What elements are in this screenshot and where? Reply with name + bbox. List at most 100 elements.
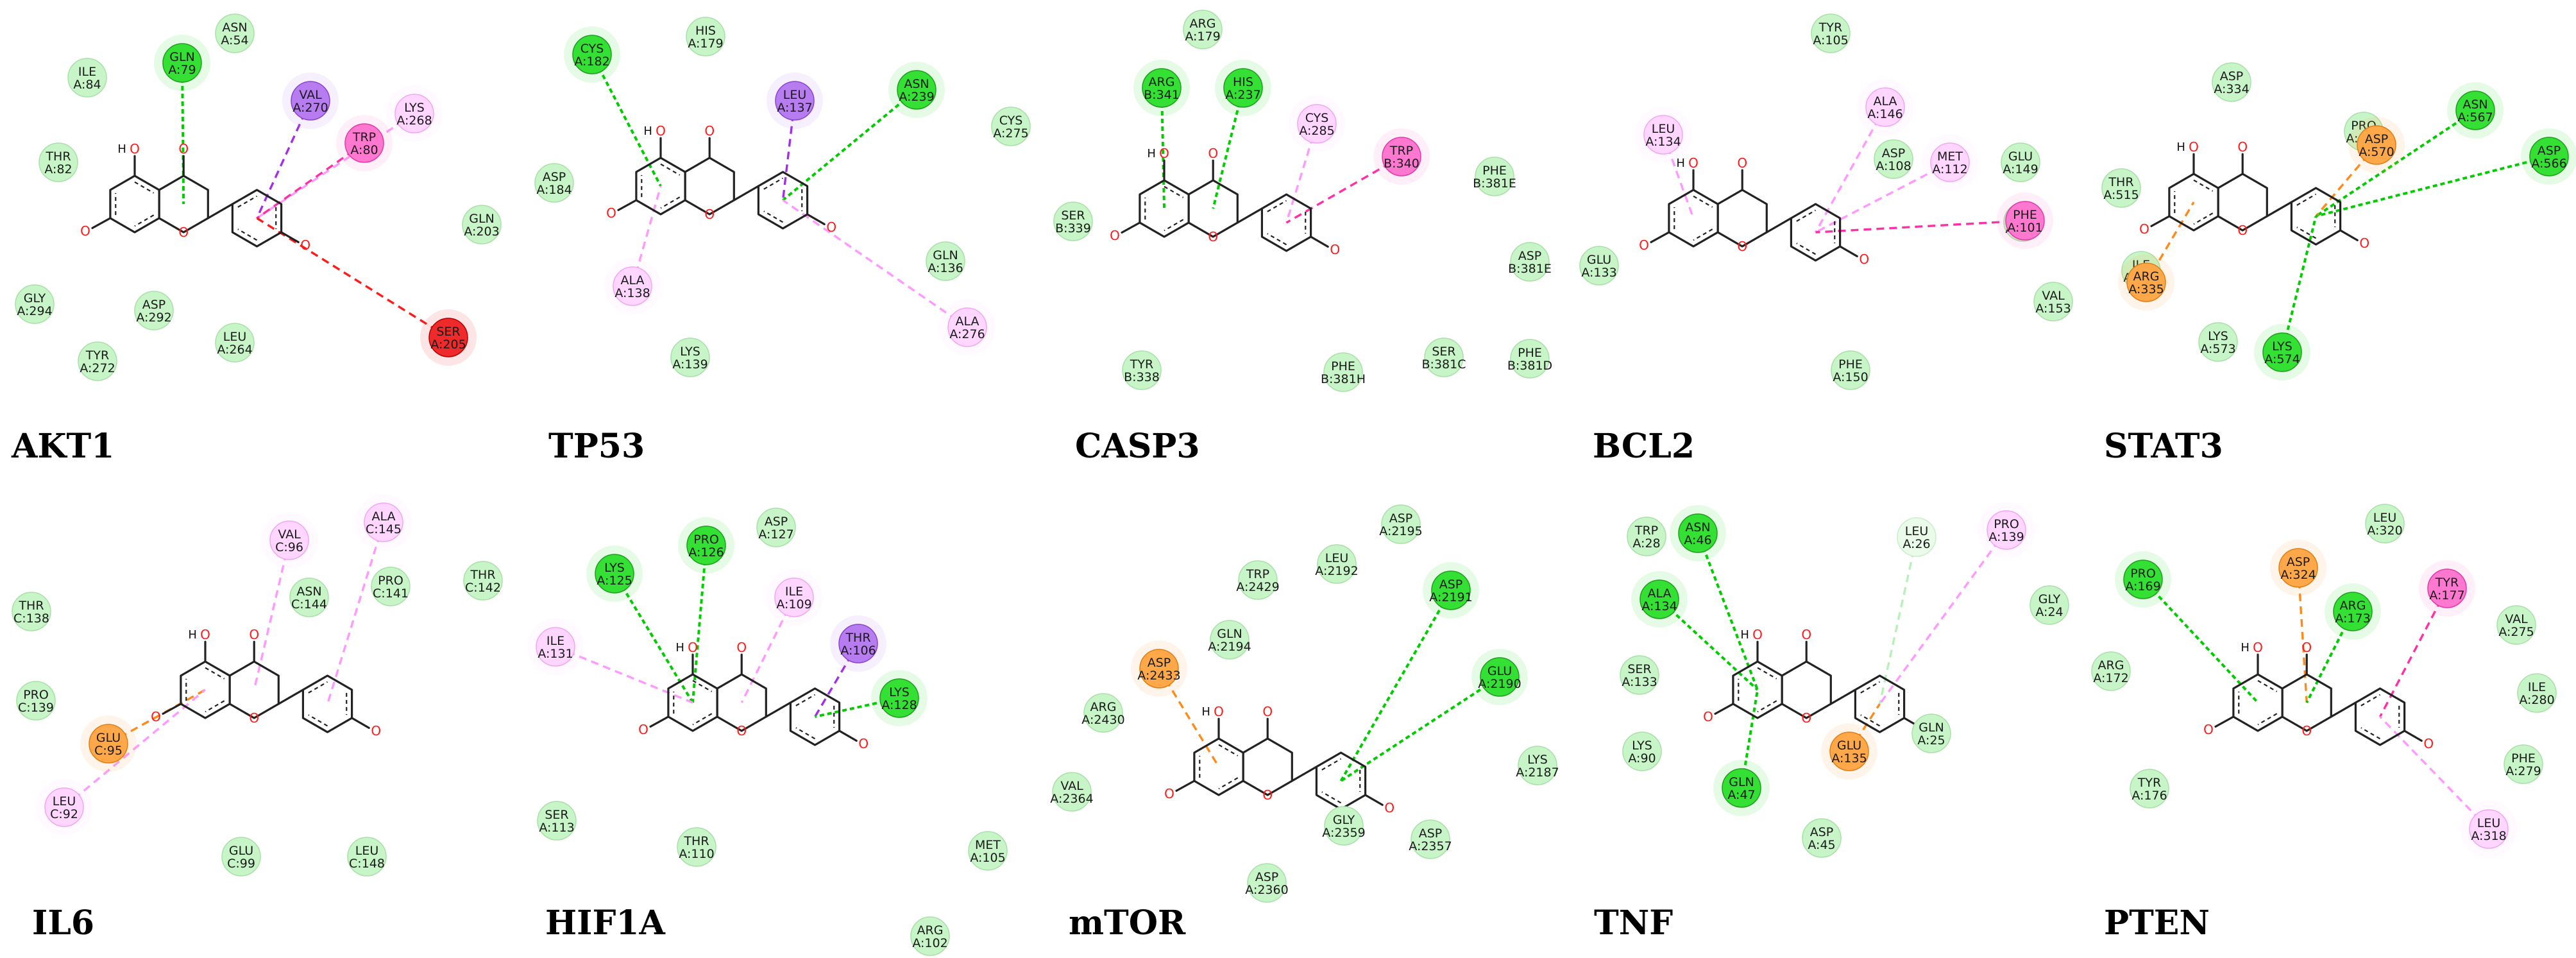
residue-name: LEU	[53, 794, 76, 808]
residue-name: LYS	[1632, 739, 1652, 753]
residue-name: ASP	[2287, 555, 2310, 569]
residue-disc	[371, 567, 411, 606]
interaction-pi-pi	[256, 142, 365, 219]
residue-number: A:125	[597, 574, 632, 588]
residue-number: A:239	[899, 90, 934, 104]
residue-name: THR	[18, 599, 44, 613]
residue-number: A:28	[1632, 536, 1660, 551]
residue-number: A:573	[2200, 342, 2235, 356]
ring-c	[716, 673, 767, 732]
aromatic-bond	[763, 210, 784, 223]
residue-number: C:95	[94, 744, 123, 758]
residue-disc	[2212, 62, 2251, 102]
residue-number: A:318	[2471, 829, 2506, 843]
oxygen-atom: O	[1208, 146, 1218, 161]
residue-number: B:338	[1124, 370, 1160, 384]
bond	[1714, 703, 1734, 715]
residue-disc	[677, 827, 716, 867]
residue-number: A:172	[2093, 671, 2128, 685]
oxygen-atom: O	[1159, 146, 1169, 161]
residue-disc	[879, 678, 919, 718]
panel-title: STAT3	[2104, 427, 2223, 466]
bond	[649, 715, 670, 728]
hydrogen-atom: H	[1740, 628, 1749, 642]
residue-name: GLN	[1217, 627, 1242, 641]
residue-name: ALA	[371, 509, 395, 524]
residue-name: LEU	[1325, 551, 1349, 565]
residue-number: A:270	[292, 101, 328, 115]
oxygen-atom: O	[1801, 627, 1811, 642]
oxygen-atom: O	[178, 225, 189, 240]
residue-name: ARG	[2340, 599, 2366, 613]
residue-number: B:341	[1144, 88, 1180, 102]
residue-number: A:285	[1299, 124, 1334, 138]
aromatic-bond	[308, 714, 328, 727]
residue-number: A:515	[2103, 188, 2139, 202]
residue-number: A:153	[2035, 302, 2071, 316]
ring-b	[231, 189, 283, 248]
residue-number: A:2190	[1478, 677, 1521, 691]
residue-disc	[1480, 657, 1520, 697]
oxygen-atom: O	[1110, 228, 1120, 243]
residue-number: A:137	[777, 101, 812, 115]
oxygen-atom: O	[656, 123, 666, 139]
residue-number: A:279	[2505, 764, 2541, 778]
panel-title: TP53	[548, 427, 645, 466]
residue-number: C:142	[465, 581, 501, 595]
aromatic-bond	[1321, 791, 1342, 804]
oxygen-atom: O	[1688, 155, 1699, 171]
interaction-pi-alkyl	[782, 199, 968, 329]
residue-disc	[364, 502, 403, 542]
residue-number: A:324	[2280, 568, 2316, 582]
residue-name: ALA	[1873, 94, 1897, 108]
oxygen-atom: O	[130, 141, 140, 157]
aromatic-bond	[1321, 758, 1342, 771]
residue-number: A:54	[221, 33, 248, 47]
residue-name: PHE	[1331, 359, 1355, 373]
residue-number: A:46	[1684, 533, 1711, 547]
oxygen-atom: O	[249, 710, 259, 726]
residue-name: ILE	[78, 65, 96, 79]
residue-disc	[1802, 818, 1842, 858]
residue-number: A:109	[776, 597, 811, 612]
residue-number: A:113	[539, 821, 574, 835]
residue-number: A:112	[1932, 162, 1967, 176]
residue-name: GLU	[96, 731, 121, 745]
residue-name: VAL	[278, 527, 301, 542]
residue-name: SER	[1061, 209, 1085, 223]
residue-name: PHE	[1482, 164, 1507, 178]
bond	[1765, 217, 1793, 234]
bond	[1839, 245, 1858, 257]
ring-c	[1716, 189, 1768, 248]
oxygen-atom: O	[606, 205, 616, 221]
residue-disc	[2278, 548, 2318, 588]
interaction-pi-alkyl	[1879, 529, 2008, 705]
panel-title: CASP3	[1075, 427, 1200, 466]
oxygen-atom: O	[2237, 139, 2248, 155]
residue-number: A:24	[2035, 605, 2063, 619]
residue-disc	[344, 123, 384, 163]
residue-name: ALA	[955, 314, 979, 329]
aromatic-bond	[660, 196, 681, 209]
residue-name: LEU	[223, 330, 247, 344]
residue-disc	[1811, 13, 1851, 53]
residue-disc	[536, 627, 575, 667]
oxygen-atom: O	[826, 219, 836, 235]
